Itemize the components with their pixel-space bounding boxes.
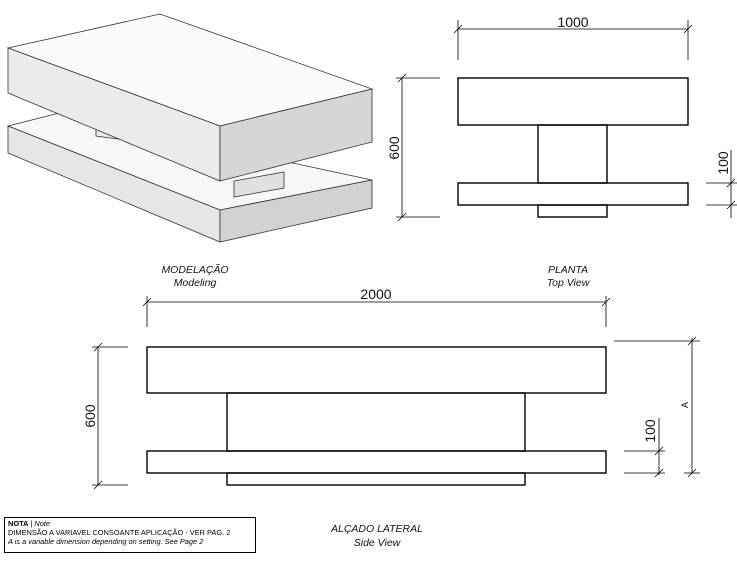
- side-view-height-label: 600: [82, 404, 98, 428]
- note-line-pt: DIMENSÃO A VARIAVEL CONSOANTE APLICAÇÃO …: [8, 528, 231, 537]
- side-view-column: [226, 392, 526, 452]
- side-view-variable-label: A: [680, 402, 690, 408]
- side-view-width-label: 2000: [360, 286, 391, 302]
- column-front: [233, 171, 285, 198]
- isometric-model: [6, 13, 374, 243]
- note-heading: NOTA | Note: [8, 519, 51, 528]
- side-view-upper-slab: [146, 346, 607, 394]
- note-title-en: Note: [34, 519, 51, 528]
- side-view-base-label: 100: [642, 419, 658, 443]
- note-title: NOTA: [8, 519, 29, 528]
- side-view-caption-pt: ALÇADO LATERAL: [330, 523, 423, 535]
- modeling-caption-pt: MODELAÇÃO: [161, 263, 228, 276]
- top-view-width-label: 1000: [557, 14, 588, 30]
- top-view-base-label: 100: [715, 151, 731, 175]
- top-view-caption-en: Top View: [547, 277, 591, 289]
- note-line-en: A is a variable dimension depending on s…: [8, 537, 204, 546]
- upper-slab-side: [219, 88, 373, 182]
- side-view-base: [226, 472, 526, 486]
- top-view-caption-pt: PLANTA: [548, 264, 588, 276]
- side-view-lower-slab: [146, 450, 607, 474]
- modeling-caption-en: Modeling: [174, 277, 217, 289]
- side-view-caption-en: Side View: [354, 537, 402, 549]
- top-view: 1000 600 100: [386, 14, 737, 222]
- top-view-lower-slab: [457, 182, 689, 206]
- note-box: NOTA | Note DIMENSÃO A VARIAVEL CONSOANT…: [4, 517, 256, 553]
- side-view: 2000 600 100 A: [82, 286, 700, 490]
- top-view-base: [537, 204, 608, 218]
- top-view-upper-slab: [457, 77, 689, 126]
- lower-slab-side: [219, 179, 373, 243]
- top-view-depth-label: 600: [386, 136, 402, 160]
- top-view-column: [537, 124, 608, 184]
